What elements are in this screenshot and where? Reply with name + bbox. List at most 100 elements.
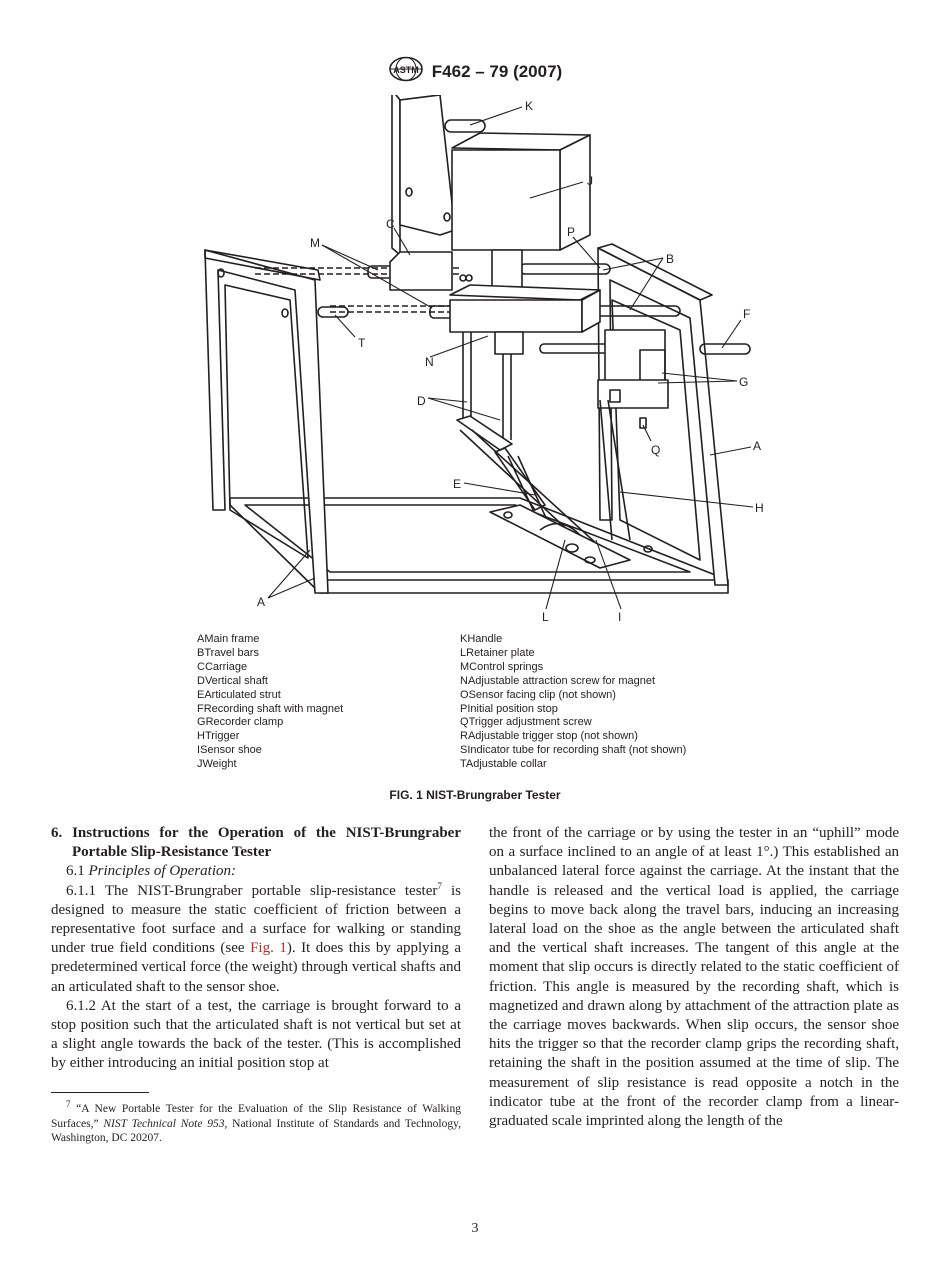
- legend-row: SIndicator tube for recording shaft (not…: [460, 744, 686, 758]
- body-column-right: the front of the carriage or by using th…: [489, 824, 899, 1131]
- legend-row: BTravel bars: [197, 647, 343, 661]
- legend-label: Adjustable trigger stop (not shown): [467, 730, 638, 743]
- legend-row: JWeight: [197, 758, 343, 772]
- legend-row: CCarriage: [197, 661, 343, 675]
- page-header: ASTM F462 – 79 (2007): [0, 56, 950, 87]
- legend-label: Initial position stop: [467, 702, 558, 715]
- legend-key: I: [197, 744, 201, 757]
- weight-block: [451, 132, 591, 291]
- legend-key: N: [460, 674, 468, 687]
- standard-designation: F462 – 79 (2007): [431, 61, 563, 81]
- vertical-shafts: [462, 332, 512, 440]
- footnote-divider: [51, 1092, 149, 1093]
- legend-label: Trigger adjustment screw: [468, 716, 592, 729]
- legend-row: FRecording shaft with magnet: [197, 703, 343, 717]
- legend-row: GRecorder clamp: [197, 716, 343, 730]
- legend-left-column: AMain frame BTravel bars CCarriage DVert…: [197, 633, 343, 772]
- paragraph-text: ). It does this by applying a predetermi…: [51, 940, 461, 995]
- legend-key: E: [197, 688, 205, 701]
- footnote-italic: NIST Technical Note 953,: [103, 1117, 228, 1130]
- legend-label: Adjustable attraction screw for magnet: [467, 674, 656, 687]
- legend-label: Carriage: [204, 660, 248, 673]
- legend-right-column: KHandle LRetainer plate MControl springs…: [460, 633, 686, 772]
- callout-a: A: [753, 439, 761, 453]
- legend-label: Indicator tube for recording shaft (not …: [467, 744, 687, 757]
- callout-leaders: [267, 106, 754, 610]
- legend-key: C: [197, 660, 205, 673]
- figure-caption: FIG. 1 NIST-Brungraber Tester: [389, 788, 561, 802]
- section-heading: 6. Instructions for the Operation of the…: [51, 825, 461, 861]
- legend-key: B: [197, 646, 205, 659]
- astm-logo-icon: ASTM: [388, 56, 424, 87]
- callout-i: I: [618, 610, 621, 624]
- logo-text: ASTM: [393, 65, 419, 75]
- legend-row: PInitial position stop: [460, 703, 686, 717]
- subsection-title: Principles of Operation:: [88, 863, 236, 880]
- carriage: [389, 251, 601, 355]
- callout-l: L: [542, 610, 549, 624]
- legend-label: Sensor shoe: [200, 744, 262, 757]
- body-column-left: 6. Instructions for the Operation of the…: [51, 824, 461, 1074]
- legend-key: J: [197, 758, 203, 771]
- footnote-number: 7: [66, 1099, 71, 1110]
- legend-label: Adjustable collar: [465, 758, 547, 771]
- callout-h: H: [755, 501, 764, 515]
- paragraph-6-1-1: 6.1.1 The NIST-Brungraber portable slip-…: [51, 880, 461, 997]
- subsection-number: 6.1: [66, 863, 85, 880]
- legend-key: D: [197, 674, 205, 687]
- legend-row: HTrigger: [197, 730, 343, 744]
- callout-g: G: [739, 375, 748, 389]
- legend-label: Main frame: [204, 633, 260, 645]
- legend-row: LRetainer plate: [460, 647, 686, 661]
- callout-d: D: [417, 394, 426, 408]
- legend-label: Vertical shaft: [204, 674, 268, 687]
- callout-t: T: [358, 336, 366, 350]
- callout-a-lower: A: [257, 595, 265, 609]
- page-number: 3: [471, 1221, 479, 1236]
- legend-key: K: [460, 633, 468, 645]
- callout-m: M: [310, 236, 320, 250]
- legend-row: TAdjustable collar: [460, 758, 686, 772]
- legend-label: Recording shaft with magnet: [203, 702, 344, 715]
- legend-key: Q: [460, 716, 469, 729]
- legend-key: F: [197, 702, 204, 715]
- callout-f: F: [743, 307, 750, 321]
- callout-q: Q: [651, 443, 660, 457]
- legend-row: AMain frame: [197, 633, 343, 647]
- callout-k: K: [525, 99, 533, 113]
- legend-label: Weight: [202, 758, 237, 771]
- legend-label: Articulated strut: [204, 688, 281, 701]
- callout-n: N: [425, 355, 434, 369]
- legend-key: A: [197, 633, 205, 645]
- callout-j: J: [587, 174, 593, 188]
- legend-key: R: [460, 730, 468, 743]
- footnote-ref[interactable]: 7: [437, 880, 442, 891]
- figure-link[interactable]: Fig. 1: [250, 940, 287, 957]
- legend-key: M: [460, 660, 470, 673]
- legend-label: Retainer plate: [466, 646, 535, 659]
- handle-block: [391, 84, 486, 256]
- footnote: 7 “A New Portable Tester for the Evaluat…: [51, 1099, 461, 1146]
- legend-label: Trigger: [204, 730, 240, 743]
- left-side-frame: [204, 249, 329, 594]
- legend-row: MControl springs: [460, 661, 686, 675]
- tester-figure: K J C M P B F T N G D A Q E H L I A: [175, 84, 795, 630]
- legend-row: EArticulated strut: [197, 689, 343, 703]
- legend-key: L: [460, 646, 467, 659]
- paragraph-6-1-2: 6.1.2 At the start of a test, the carria…: [51, 997, 461, 1072]
- callout-c: C: [386, 217, 395, 231]
- callout-e: E: [453, 477, 461, 491]
- paragraph-text: is designed to measure the static coeffi…: [51, 882, 461, 957]
- legend-row: KHandle: [460, 633, 686, 647]
- legend-key: H: [197, 730, 205, 743]
- callout-b: B: [666, 252, 674, 266]
- paragraph-text: 6.1.1 The NIST-Brungraber portable slip-…: [66, 882, 438, 899]
- legend-label: Travel bars: [204, 646, 259, 659]
- legend-key: G: [197, 716, 206, 729]
- legend-label: Handle: [467, 633, 503, 645]
- callout-p: P: [567, 225, 575, 239]
- legend-row: QTrigger adjustment screw: [460, 716, 686, 730]
- sensor-shoe-plate: [489, 504, 631, 569]
- footnote-text: “A New Portable Tester for the Evaluatio…: [51, 1103, 461, 1130]
- legend-label: Recorder clamp: [205, 716, 284, 729]
